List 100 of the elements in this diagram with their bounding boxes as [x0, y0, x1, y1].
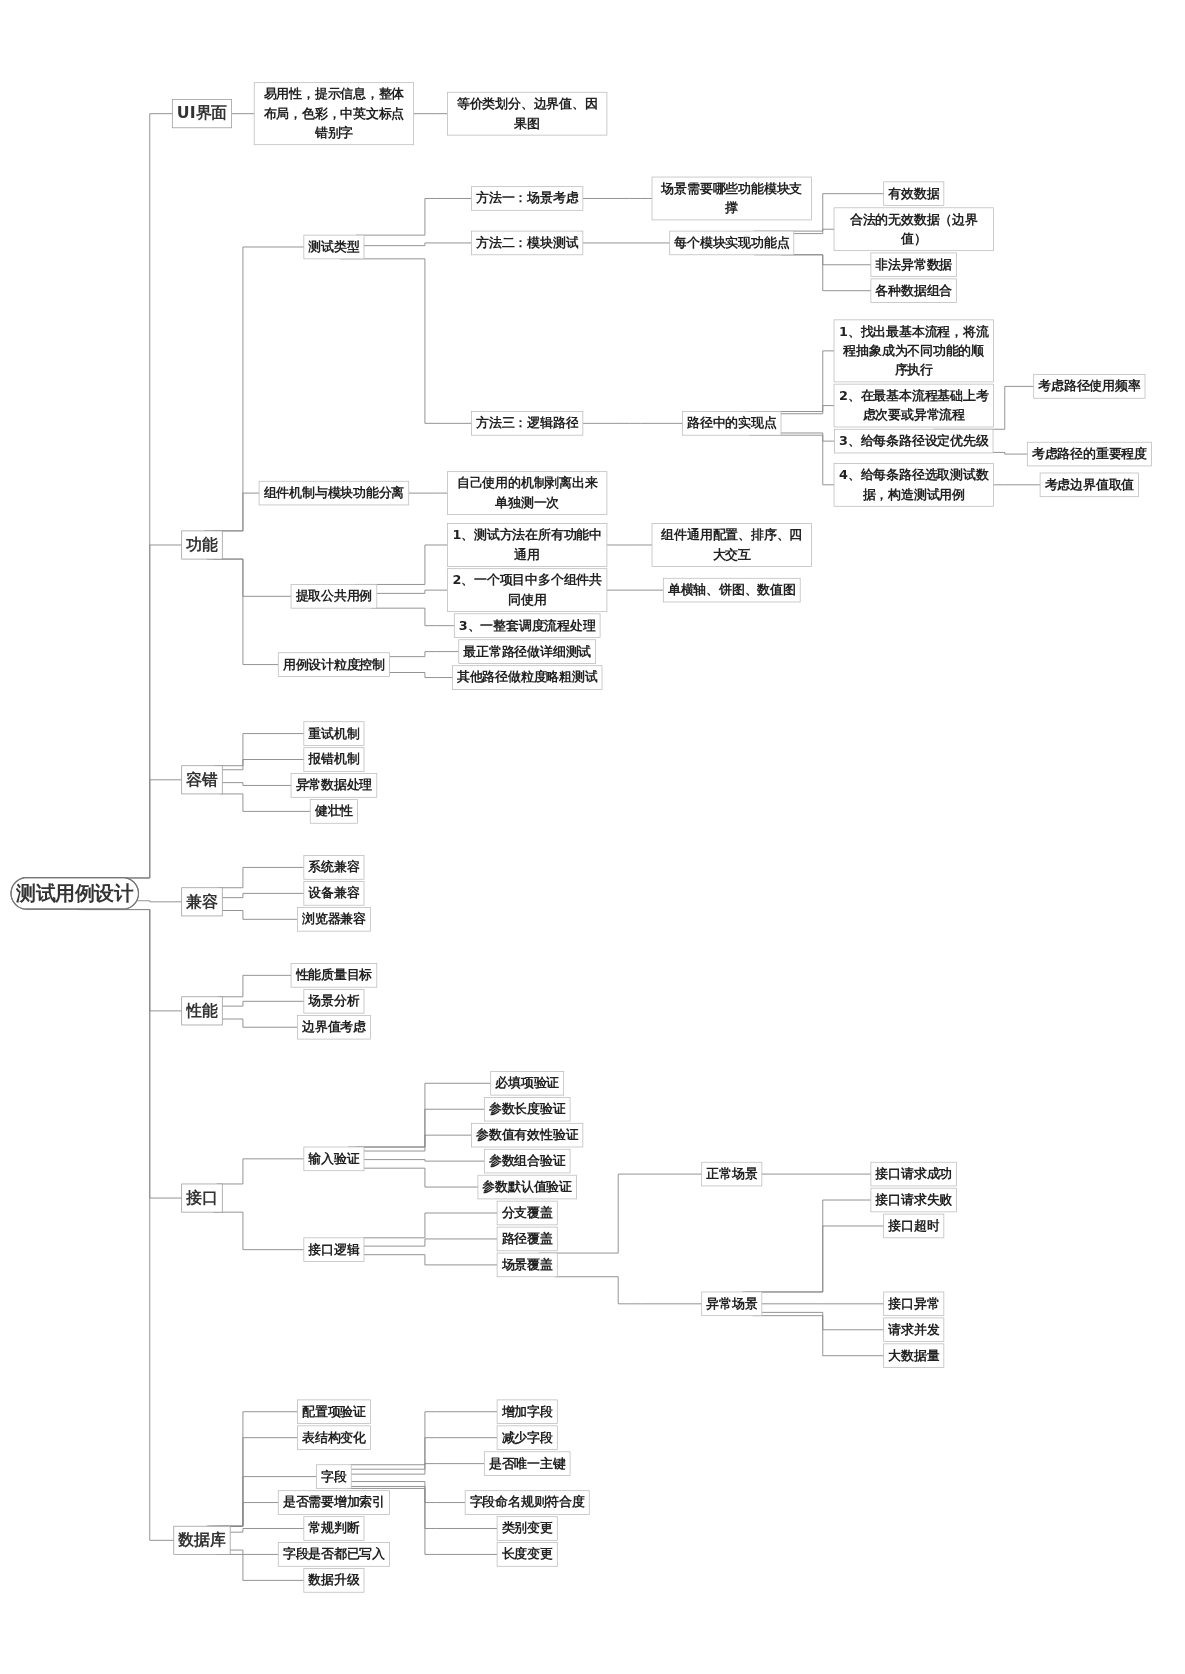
connector [350, 1485, 498, 1529]
node-box: 单横轴、饼图、数值图 [662, 577, 801, 602]
node-box: 增加字段 [496, 1399, 558, 1424]
connector [221, 758, 305, 770]
node-box: 参数默认值验证 [477, 1174, 577, 1199]
node-box: 参数长度验证 [483, 1096, 571, 1121]
node-box: 容错 [181, 764, 223, 794]
node-box: 字段 [316, 1463, 352, 1489]
node-box: 等价类划分、边界值、因果图 [447, 91, 608, 136]
node-box: 路径覆盖 [496, 1226, 558, 1251]
node-box: 最正常路径做详细测试 [458, 638, 596, 664]
node-box: 4、给每条路径选取测试数据，构造测试用例 [833, 462, 994, 507]
node-box: 接口请求失败 [870, 1187, 957, 1212]
node-box: 设备兼容 [303, 880, 365, 906]
node-box: 场景需要哪些功能模块支撑 [651, 176, 812, 220]
connector [606, 544, 653, 545]
node-box: 1、测试方法在所有功能中通用 [447, 522, 608, 567]
connector [221, 781, 292, 786]
connector [582, 197, 653, 199]
node-box: 1、找出最基本流程，将流程抽象成为不同功能的顺序执行 [833, 319, 994, 382]
node-box: 有效数据 [883, 181, 945, 206]
node-box: 输入验证 [303, 1146, 365, 1171]
node-box: 类别变更 [496, 1515, 558, 1541]
node-box: 接口 [181, 1183, 223, 1213]
node-box: 功能 [181, 530, 223, 559]
node-box: 字段是否都已写入 [277, 1541, 390, 1567]
connector [221, 1000, 305, 1007]
node-box: 浏览器兼容 [297, 906, 371, 932]
connector [221, 1018, 298, 1028]
node-box: 自己使用的机制剥离出来单独测一次 [447, 470, 608, 515]
node-box: 字段命名规则符合度 [464, 1489, 590, 1515]
connector [582, 242, 671, 243]
node-box: 分支覆盖 [496, 1200, 558, 1225]
connector [761, 1302, 885, 1304]
connector [363, 1253, 498, 1265]
node-box: 考虑路径的重要程度 [1026, 441, 1152, 466]
node-box: 系统兼容 [303, 854, 365, 880]
node-box: 接口异常 [883, 1291, 945, 1316]
node-box: 合法的无效数据（边界值） [833, 206, 994, 251]
node-box: 是否需要增加索引 [277, 1489, 390, 1515]
node-box: 用例设计粒度控制 [277, 651, 390, 677]
connector [993, 483, 1041, 485]
connector [363, 1158, 485, 1162]
node-box: 各种数据组合 [870, 278, 957, 303]
connector [221, 909, 298, 920]
connector [231, 112, 255, 114]
connector [363, 1238, 498, 1247]
node-box: 必填项验证 [490, 1070, 565, 1096]
node-box: 配置项验证 [297, 1399, 371, 1424]
connector [761, 1173, 872, 1175]
node-box: 长度变更 [496, 1541, 558, 1567]
connector [229, 1549, 279, 1555]
node-box: 其他路径做粒度略粗测试 [452, 664, 603, 690]
connector [761, 1311, 885, 1330]
node-box: 考虑路径使用频率 [1033, 373, 1146, 399]
connector [408, 492, 448, 494]
node-box: 正常场景 [701, 1161, 763, 1186]
connector [350, 1410, 498, 1465]
connector [992, 451, 1028, 455]
node-box: 边界值考虑 [297, 1014, 371, 1039]
node-box: 表结构变化 [297, 1425, 371, 1450]
connector [136, 899, 183, 902]
node-box: 异常场景 [701, 1291, 763, 1316]
node-box: 健壮性 [309, 798, 358, 824]
connector [413, 112, 448, 114]
node-box: 非法异常数据 [870, 252, 957, 277]
node-box: 报错机制 [303, 746, 365, 772]
node-box: 3、给每条路径设定优先级 [834, 428, 994, 453]
connector [793, 228, 835, 234]
connector [229, 1527, 305, 1533]
node-box: 参数值有效性验证 [471, 1122, 584, 1147]
node-box: 参数组合验证 [483, 1148, 571, 1173]
connector [780, 404, 835, 414]
node-box: 是否唯一主键 [483, 1450, 571, 1476]
node-box: 考虑边界值取值 [1039, 472, 1139, 497]
connector [221, 892, 305, 898]
connector [363, 242, 472, 246]
connector [350, 1462, 485, 1475]
node-box: 提取公共用例 [290, 583, 378, 609]
node-box: 场景分析 [303, 988, 365, 1014]
node-box: 性能质量目标 [290, 962, 378, 988]
node-box: 减少字段 [496, 1425, 558, 1450]
connector [389, 650, 460, 657]
node-box: 易用性，提示信息，整体布局，色彩，中英文标点错别字 [253, 81, 414, 145]
node-box: 接口逻辑 [303, 1237, 365, 1262]
node-box: 接口超时 [883, 1213, 945, 1238]
node-box: 场景覆盖 [496, 1252, 558, 1277]
node-box: 每个模块实现功能点 [669, 230, 795, 255]
connector [606, 589, 664, 591]
connector [376, 589, 448, 594]
node-box: 常规判断 [303, 1515, 365, 1541]
node-box: 异常数据处理 [290, 772, 378, 798]
connector [363, 1167, 479, 1188]
node-box: 3、一整套调度流程处理 [453, 612, 601, 638]
connector [350, 1436, 498, 1470]
connector [582, 422, 683, 424]
node-box: 方法一：场景考虑 [471, 185, 584, 211]
connector [350, 1480, 466, 1503]
node-box: 路径中的实现点 [682, 410, 782, 436]
connector [780, 432, 835, 442]
